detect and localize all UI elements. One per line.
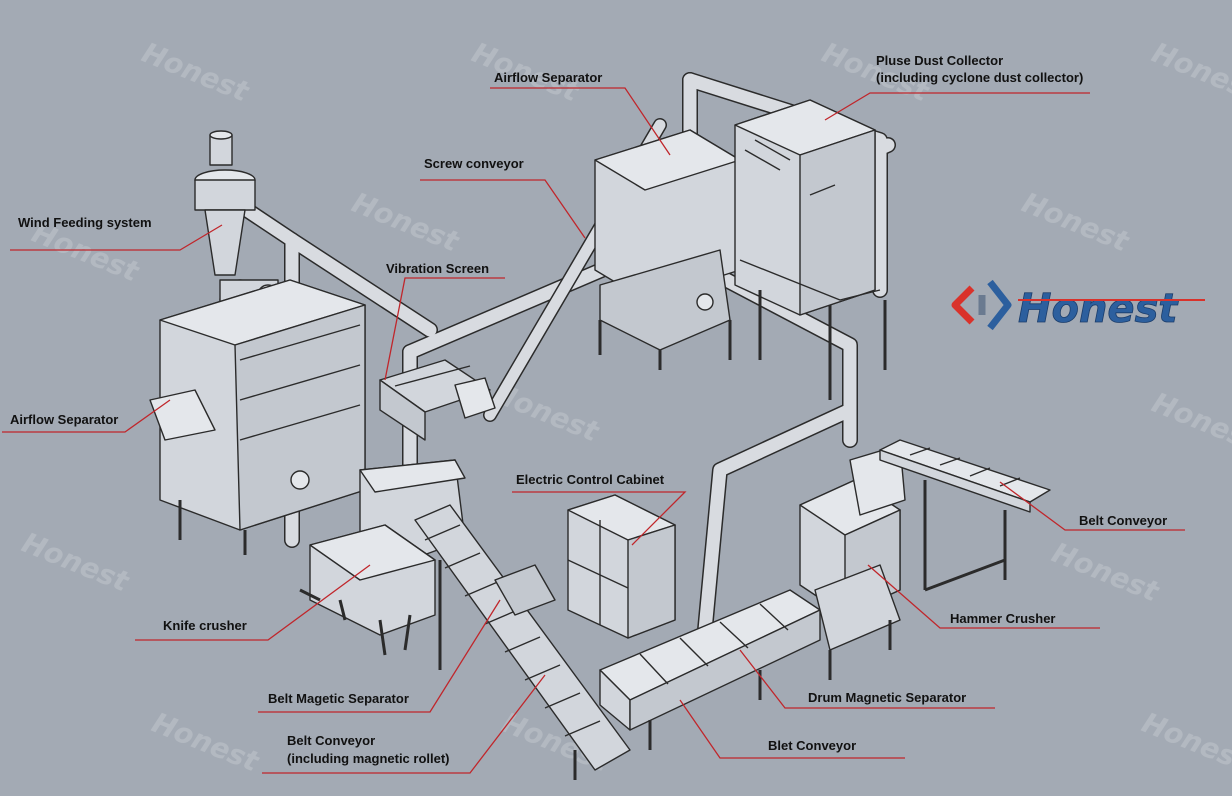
- callout-vibration-screen: Vibration Screen: [384, 261, 505, 381]
- label-drum-magnetic-separator: Drum Magnetic Separator: [808, 690, 966, 705]
- watermark: Honest: [1147, 36, 1232, 109]
- callout-screw-conveyor: Screw conveyor: [420, 156, 586, 239]
- callout-belt-conveyor-bottom: Belt Conveyor (including magnetic rollet…: [262, 674, 546, 774]
- watermark: Honest: [1147, 386, 1232, 459]
- label-pulse-dust-collector: Pluse Dust Collector: [876, 53, 1003, 68]
- machinery: [149, 72, 1051, 780]
- watermark: Honest: [1047, 536, 1164, 609]
- label-airflow-separator-top: Airflow Separator: [494, 70, 602, 85]
- machine-belt-conveyor-right: [879, 439, 1051, 592]
- honest-logo: Honest: [951, 279, 1205, 332]
- watermark: Honest: [1017, 186, 1134, 259]
- machine-belt-conveyor-horizontal: [599, 589, 821, 750]
- watermark: Honest: [137, 36, 254, 109]
- honest-logo-wordmark: Honest: [1018, 286, 1179, 332]
- label-blet-conveyor: Blet Conveyor: [768, 738, 856, 753]
- machine-electric-control-cabinet: [567, 494, 676, 639]
- machine-pulse-dust-collector: [734, 99, 887, 400]
- watermark: Honest: [347, 186, 464, 259]
- callout-belt-conveyor-right: Belt Conveyor: [999, 481, 1185, 531]
- callout-hammer-crusher: Hammer Crusher: [867, 564, 1100, 629]
- machine-airflow-separator-left: [149, 279, 366, 555]
- callout-electric-control-cabinet: Electric Control Cabinet: [512, 472, 687, 546]
- label-wind-feeding-system: Wind Feeding system: [18, 215, 152, 230]
- callout-airflow-separator-left: Airflow Separator: [2, 399, 171, 433]
- label-hammer-crusher: Hammer Crusher: [950, 611, 1056, 626]
- watermark: Honest: [17, 526, 134, 599]
- label-pulse-dust-collector-sub: (including cyclone dust collector): [876, 70, 1083, 85]
- label-screw-conveyor: Screw conveyor: [424, 156, 524, 171]
- callout-pulse-dust-collector: Pluse Dust Collector (including cyclone …: [824, 53, 1090, 121]
- machine-belt-conveyor-inclined: [414, 504, 631, 780]
- callout-wind-feeding-system: Wind Feeding system: [10, 215, 223, 251]
- machine-hammer-crusher: [799, 444, 906, 680]
- label-knife-crusher: Knife crusher: [163, 618, 247, 633]
- machine-airflow-separator-top: [594, 129, 741, 370]
- label-belt-conveyor-right: Belt Conveyor: [1079, 513, 1167, 528]
- watermark: Honest: [1137, 706, 1232, 779]
- callouts: Pluse Dust Collector (including cyclone …: [2, 53, 1185, 774]
- callout-knife-crusher: Knife crusher: [135, 564, 371, 641]
- callout-belt-magnetic-separator: Belt Magetic Separator: [258, 599, 501, 713]
- label-electric-control-cabinet: Electric Control Cabinet: [516, 472, 665, 487]
- callout-blet-conveyor: Blet Conveyor: [679, 699, 905, 759]
- callout-drum-magnetic-separator: Drum Magnetic Separator: [739, 649, 995, 709]
- callout-airflow-separator-top: Airflow Separator: [490, 70, 671, 156]
- label-belt-conveyor-bottom: Belt Conveyor: [287, 733, 375, 748]
- label-vibration-screen: Vibration Screen: [386, 261, 489, 276]
- machine-vibration-screen: [379, 359, 496, 441]
- watermark: Honest: [147, 706, 264, 779]
- label-belt-magnetic-separator: Belt Magetic Separator: [268, 691, 409, 706]
- label-airflow-separator-left: Airflow Separator: [10, 412, 118, 427]
- label-belt-conveyor-bottom-sub: (including magnetic rollet): [287, 751, 450, 766]
- honest-logo-mark-icon: [951, 279, 1012, 331]
